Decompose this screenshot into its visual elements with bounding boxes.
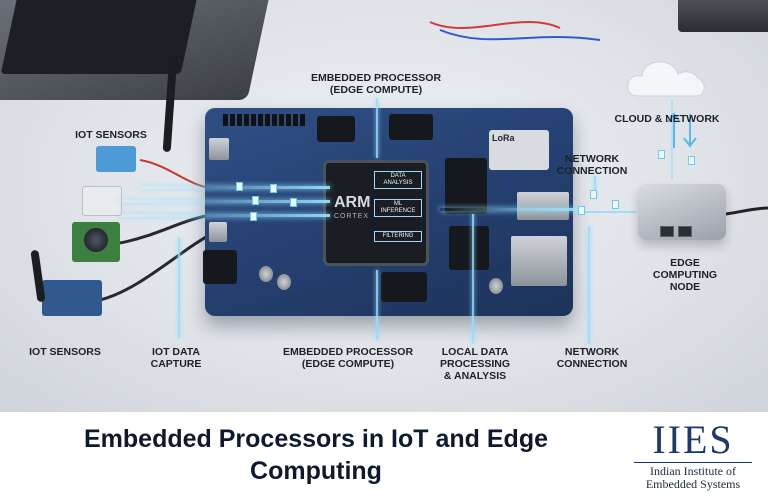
edge-computing-device — [638, 184, 726, 240]
cloud-icon — [627, 61, 705, 97]
document-icon — [250, 212, 257, 221]
ethernet-port — [511, 236, 567, 286]
power-jack — [203, 250, 237, 284]
ethernet-jack — [660, 226, 674, 237]
humidity-sensor — [82, 186, 122, 216]
document-icon — [658, 150, 665, 159]
callout-line — [376, 270, 378, 340]
arrow-up-icon — [667, 112, 681, 148]
title-banner: Embedded Processors in IoT and Edge Comp… — [0, 412, 768, 500]
cpu-core: CORTEX — [334, 213, 370, 220]
document-icon — [236, 182, 243, 191]
block-data-analysis: DATA ANALYSIS — [374, 171, 422, 189]
label-network-connection-top: NETWORK CONNECTION — [556, 153, 628, 177]
memory-chip — [445, 158, 487, 214]
label-edge-computing-node: EDGE COMPUTING NODE — [652, 257, 718, 293]
ethernet-jack — [678, 226, 692, 237]
usb-port-left — [209, 222, 227, 242]
label-iot-sensors-bottom: IOT SENSORS — [29, 346, 101, 358]
logo-line2: Embedded Systems — [645, 477, 741, 491]
document-icon — [252, 196, 259, 205]
arm-processor: ARM CORTEX DATA ANALYSIS ML INFERENCE FI… — [323, 160, 429, 266]
camera-lens — [84, 228, 108, 252]
memory-chip — [381, 272, 427, 302]
gpio-header — [223, 114, 305, 126]
circuit-board: ARM CORTEX DATA ANALYSIS ML INFERENCE FI… — [203, 108, 573, 316]
logo-mark: IIES — [652, 417, 734, 462]
data-beam — [140, 186, 330, 189]
logo-line1: Indian Institute of — [650, 464, 736, 478]
iies-logo: IIES Indian Institute of Embedded System… — [628, 418, 758, 491]
document-icon — [688, 156, 695, 165]
usb-port — [517, 192, 569, 220]
document-icon — [270, 184, 277, 193]
callout-line — [472, 214, 474, 344]
illustration: ARM CORTEX DATA ANALYSIS ML INFERENCE FI… — [0, 0, 768, 412]
logo-divider — [634, 462, 752, 463]
label-local-data-processing: LOCAL DATA PROCESSING & ANALYSIS — [439, 346, 510, 382]
label-network-connection-bottom: NETWORK CONNECTION — [556, 346, 628, 370]
label-cloud-network: CLOUD & NETWORK — [614, 113, 720, 125]
callout-line — [588, 226, 590, 344]
capacitor — [489, 278, 503, 294]
arrow-down-icon — [683, 114, 697, 148]
label-iot-sensors-top: IOT SENSORS — [75, 129, 147, 141]
callout-line — [594, 176, 596, 198]
label-iot-data-capture: IOT DATA CAPTURE — [150, 346, 202, 370]
data-beam — [440, 208, 580, 211]
callout-line — [376, 98, 378, 158]
document-icon — [578, 206, 585, 215]
lora-module: LoRa — [489, 130, 549, 170]
label-embedded-processor-top: EMBEDDED PROCESSOR (EDGE COMPUTE) — [310, 72, 442, 96]
block-ml-inference: ML INFERENCE — [374, 199, 422, 217]
callout-line — [178, 238, 180, 338]
block-filtering: FILTERING — [374, 231, 422, 242]
document-icon — [590, 190, 597, 199]
capacitor — [259, 266, 273, 282]
document-icon — [612, 200, 619, 209]
hdmi-port — [209, 138, 229, 160]
page-title-line1: Embedded Processors in IoT and Edge — [84, 425, 548, 453]
memory-chip — [389, 114, 433, 140]
cpu-brand: ARM — [334, 194, 371, 211]
gps-sensor — [42, 280, 102, 316]
network-device — [678, 0, 768, 32]
page-title-line2: Computing — [250, 457, 382, 485]
memory-chip — [449, 226, 489, 270]
wires — [99, 21, 768, 302]
data-beam — [120, 200, 330, 203]
temperature-sensor — [96, 146, 136, 172]
label-embedded-processor-bottom: EMBEDDED PROCESSOR (EDGE COMPUTE) — [282, 346, 414, 370]
capacitor — [277, 274, 291, 290]
memory-chip — [317, 116, 355, 142]
document-icon — [290, 198, 297, 207]
data-beam — [120, 214, 330, 217]
